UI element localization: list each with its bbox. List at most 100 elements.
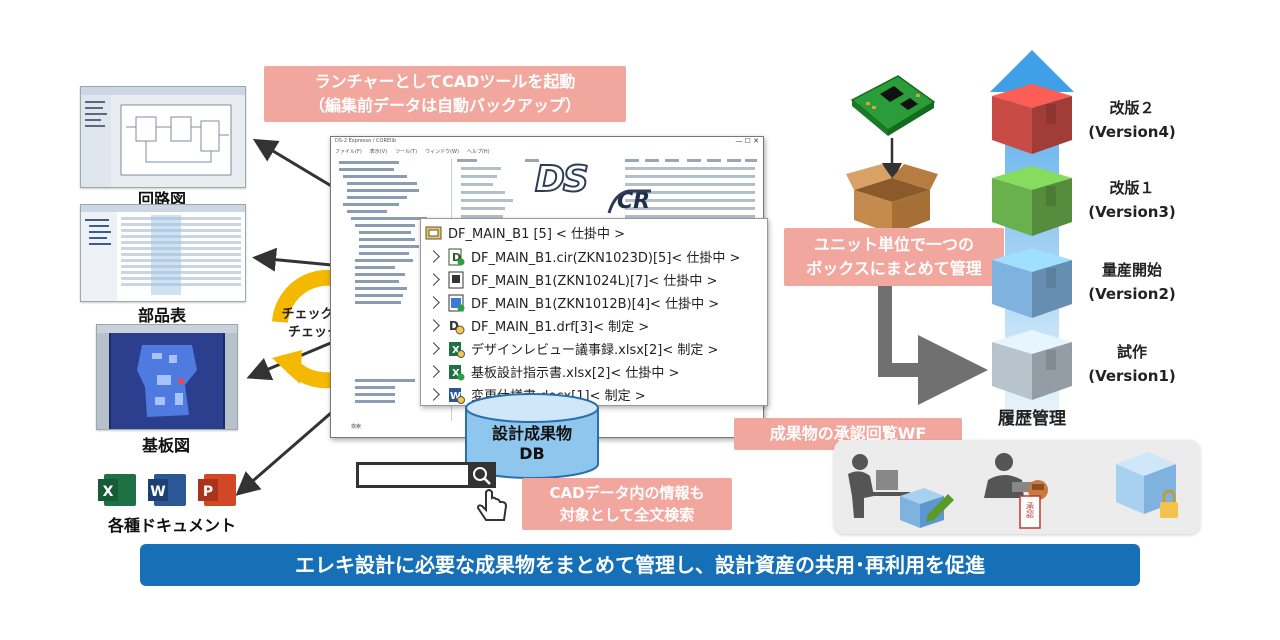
fulltext-search-note: CADデータ内の情報も 対象として全文検索 — [522, 478, 732, 530]
launcher-banner-line1: ランチャーとしてCADツールを起動 — [314, 72, 576, 91]
window-controls[interactable]: — ☐ ✕ — [735, 137, 759, 145]
search-note-line2: 対象として全文検索 — [559, 506, 695, 524]
bom-image — [81, 205, 245, 301]
circuit-file-icon: D — [448, 248, 465, 266]
chevron-right-icon[interactable] — [427, 250, 440, 263]
search-icon — [473, 467, 491, 485]
bottom-banner: エレキ設計に必要な成果物をまとめて管理し、設計資産の共用･再利用を促進 — [140, 544, 1140, 586]
popup-row[interactable]: D DF_MAIN_B1.cir(ZKN1023D)[5]< 仕掛中 > — [425, 245, 740, 268]
chevron-right-icon[interactable] — [427, 319, 440, 332]
popup-row[interactable]: X 基板設計指示書.xlsx[2]< 仕掛中 > — [425, 360, 679, 383]
svg-text:W: W — [450, 391, 461, 402]
popup-row-text: デザインレビュー議事録.xlsx[2]< 制定 > — [471, 343, 719, 358]
chevron-right-icon[interactable] — [427, 365, 440, 378]
dscr-logo: DS CR — [531, 157, 651, 217]
approver-person-icon — [984, 453, 1042, 498]
open-box-icon — [846, 160, 938, 236]
design-db-cylinder: 設計成果物 DB — [462, 392, 602, 482]
word-icon: W — [148, 474, 186, 506]
launcher-banner: ランチャーとしてCADツールを起動 （編集前データは自動バックアップ） — [264, 66, 626, 122]
menu-file[interactable]: ファイル(F) — [335, 149, 362, 155]
logo-ds: DS — [534, 158, 590, 201]
chevron-right-icon[interactable] — [427, 273, 440, 286]
db-label-line1: 設計成果物 — [491, 424, 572, 443]
version-stage: 改版２ — [1109, 99, 1155, 117]
unit-box-line1: ユニット単位で一つの — [813, 235, 974, 254]
search-tab[interactable]: 検索 — [351, 424, 362, 430]
search-button[interactable] — [468, 462, 496, 488]
approval-stamp-icon: 承認 — [1019, 480, 1048, 529]
window-menu: ファイル(F) 表示(V) ツール(T) ウィンドウ(W) ヘルプ(H) — [335, 148, 490, 155]
unit-box-line2: ボックスにまとめて管理 — [806, 259, 982, 278]
popup-row-text: DF_MAIN_B1(ZKN1012B)[4]< 仕掛中 > — [471, 297, 720, 312]
stamp-text: 承認 — [1026, 502, 1035, 518]
pcb-icon — [846, 72, 938, 136]
document-popup: DF_MAIN_B1 [5] < 仕掛中 > D DF_MAIN_B1.cir(… — [420, 218, 768, 406]
popup-header-text: DF_MAIN_B1 [5] < 仕掛中 > — [448, 227, 626, 242]
version-box — [992, 84, 1072, 154]
board-image — [97, 325, 237, 429]
db-label-line2: DB — [519, 444, 545, 463]
popup-row-text: DF_MAIN_B1(ZKN1024L)[7]< 仕掛中 > — [471, 274, 718, 289]
version-box — [992, 248, 1072, 318]
menu-tools[interactable]: ツール(T) — [395, 149, 418, 155]
word-file-icon: W — [448, 386, 465, 404]
board-thumbnail[interactable] — [96, 324, 238, 430]
pencil-icon — [926, 494, 954, 522]
powerpoint-icon: P — [198, 474, 236, 506]
version-number: (Version4) — [1088, 123, 1176, 141]
locked-box-icon — [1116, 452, 1178, 518]
board-label: 基板図 — [141, 436, 190, 455]
popup-row-text: DF_MAIN_B1.drf[3]< 制定 > — [471, 320, 650, 335]
version-label: 量産開始 (Version2) — [1062, 258, 1202, 306]
svg-text:W: W — [150, 484, 165, 500]
version-stage: 改版１ — [1109, 179, 1155, 197]
folder-box-icon — [425, 224, 442, 242]
unit-box-note: ユニット単位で一つの ボックスにまとめて管理 — [784, 228, 1004, 286]
list-pane[interactable] — [455, 159, 759, 229]
chevron-right-icon[interactable] — [427, 388, 440, 401]
svg-text:X: X — [452, 368, 460, 379]
popup-header-row[interactable]: DF_MAIN_B1 [5] < 仕掛中 > — [425, 221, 625, 244]
history-label: 履歴管理 — [998, 409, 1066, 429]
search-note-line1: CADデータ内の情報も — [549, 484, 705, 502]
chevron-right-icon[interactable] — [427, 296, 440, 309]
launcher-banner-line2: （編集前データは自動バックアップ） — [308, 96, 581, 115]
workflow-panel: 承認 — [834, 440, 1200, 534]
bom-label: 部品表 — [137, 306, 186, 325]
version-label: 改版１ (Version3) — [1062, 176, 1202, 224]
menu-view[interactable]: 表示(V) — [369, 149, 388, 155]
svg-text:D: D — [452, 251, 461, 264]
arrow-to-history — [878, 268, 988, 405]
popup-row[interactable]: D DF_MAIN_B1.drf[3]< 制定 > — [425, 314, 649, 337]
popup-row-text: 基板設計指示書.xlsx[2]< 仕掛中 > — [471, 366, 680, 381]
office-icons: X W P — [96, 470, 246, 510]
version-label: 改版２ (Version4) — [1062, 96, 1202, 144]
schematic-thumbnail[interactable] — [80, 86, 246, 188]
svg-text:X: X — [452, 345, 460, 356]
popup-row[interactable]: DF_MAIN_B1(ZKN1012B)[4]< 仕掛中 > — [425, 291, 719, 314]
svg-text:P: P — [203, 484, 213, 500]
menu-window[interactable]: ウィンドウ(W) — [425, 149, 459, 155]
popup-row-text: DF_MAIN_B1.cir(ZKN1023D)[5]< 仕掛中 > — [471, 251, 741, 266]
version-label: 試作 (Version1) — [1062, 340, 1202, 388]
popup-row[interactable]: DF_MAIN_B1(ZKN1024L)[7]< 仕掛中 > — [425, 268, 717, 291]
version-number: (Version2) — [1088, 285, 1176, 303]
drawing-file-icon: D — [448, 317, 465, 335]
board-file-icon — [448, 294, 465, 312]
schematic-image — [81, 87, 245, 187]
menu-help[interactable]: ヘルプ(H) — [466, 149, 490, 155]
version-stage: 試作 — [1116, 343, 1147, 361]
popup-row[interactable]: X デザインレビュー議事録.xlsx[2]< 制定 > — [425, 337, 718, 360]
excel-file-icon: X — [448, 340, 465, 358]
bom-thumbnail[interactable] — [80, 204, 246, 302]
version-box — [992, 330, 1072, 400]
parts-list-icon — [448, 271, 465, 289]
version-box — [992, 166, 1072, 236]
designer-person-icon — [848, 454, 910, 518]
svg-text:D: D — [449, 319, 459, 333]
version-number: (Version3) — [1088, 203, 1176, 221]
version-stage: 量産開始 — [1101, 261, 1162, 279]
chevron-right-icon[interactable] — [427, 342, 440, 355]
excel-file-icon: X — [448, 363, 465, 381]
